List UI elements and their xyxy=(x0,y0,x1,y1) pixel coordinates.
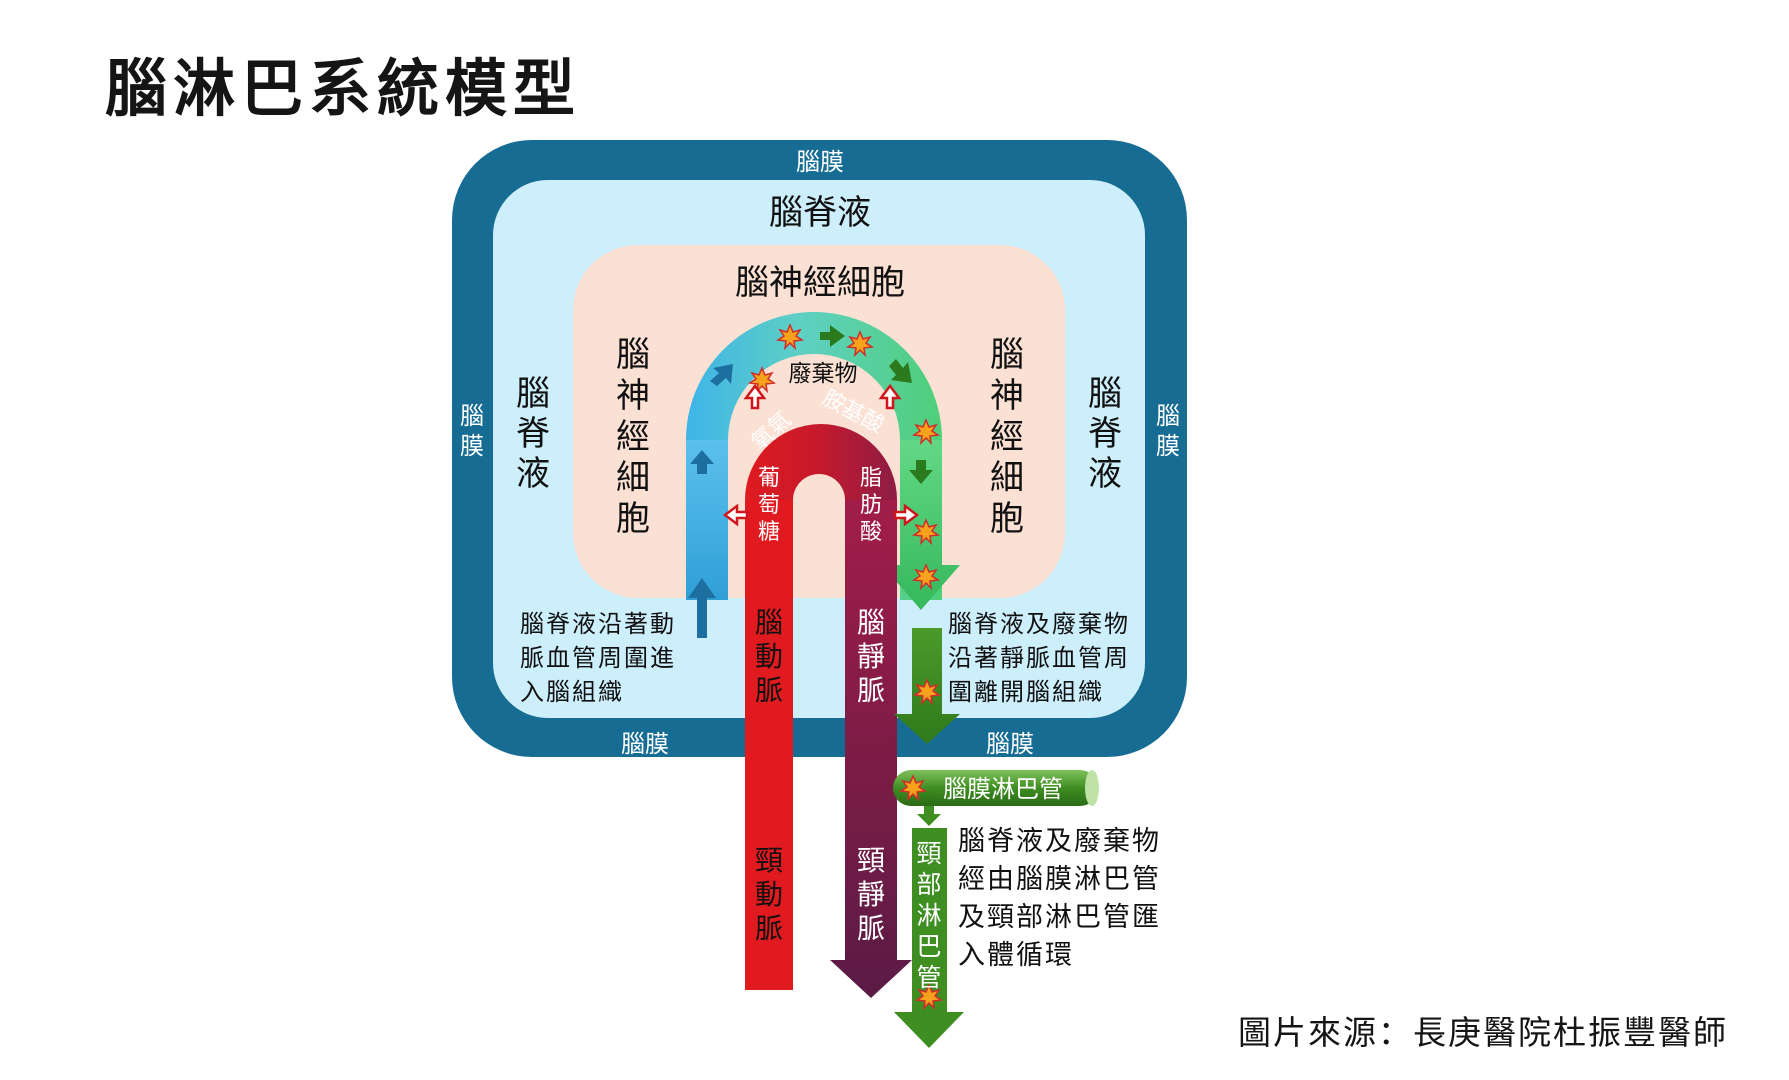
vein-char-2: 靜 xyxy=(857,640,885,673)
jugular-char-3: 脈 xyxy=(857,912,885,945)
neck-lymph-vessel xyxy=(894,828,964,1048)
carotid-char-2: 動 xyxy=(755,878,783,911)
meninges-vertical-labels: 腦 膜 腦 膜 xyxy=(460,402,1180,460)
neurons-right-char-1: 腦 xyxy=(990,335,1024,375)
note-csf-in-line-2: 脈血管周圍進 xyxy=(520,644,676,672)
artery-char-2: 動 xyxy=(755,640,783,673)
note-csf-in-line-1: 腦脊液沿著動 xyxy=(520,610,676,638)
neck-lymph-char-4: 巴 xyxy=(916,932,941,961)
note-drain-line-3: 及頸部淋巴管匯 xyxy=(958,902,1161,933)
lymph-vessel-end xyxy=(1085,770,1099,806)
neurons-right-char-5: 胞 xyxy=(990,499,1024,539)
csf-inflow-arrow xyxy=(688,578,716,638)
meninges-left-char-1: 腦 xyxy=(460,402,484,430)
carotid-char-1: 頸 xyxy=(755,844,783,877)
jugular-char-2: 靜 xyxy=(857,878,885,911)
neurons-left-char-1: 腦 xyxy=(616,335,650,375)
vein xyxy=(830,500,912,998)
lymph-down-arrow xyxy=(917,806,941,826)
neurons-right-char-2: 神 xyxy=(990,376,1024,416)
meninges-label-bottom-left: 腦膜 xyxy=(621,730,669,758)
note-drain-line-2: 經由腦膜淋巴管 xyxy=(958,864,1161,895)
neurons-left-char-5: 胞 xyxy=(616,499,650,539)
artery-char-1: 腦 xyxy=(755,606,783,639)
csf-left-char-1: 腦 xyxy=(516,374,550,414)
note-drain-line-1: 腦脊液及廢棄物 xyxy=(958,826,1161,857)
neurons-right-char-3: 經 xyxy=(990,417,1024,457)
csf-outflow-arrow xyxy=(882,440,960,610)
neurons-left-char-3: 經 xyxy=(616,417,650,457)
neurons-right-char-4: 細 xyxy=(990,458,1024,498)
meninges-label-top: 腦膜 xyxy=(796,148,844,176)
note-csf-out-line-2: 沿著靜脈血管周 xyxy=(948,644,1130,672)
note-csf-out-line-3: 圍離開腦組織 xyxy=(948,678,1104,706)
fatty-acids-char-2: 肪 xyxy=(860,493,882,518)
meninges-left-char-2: 膜 xyxy=(460,432,484,460)
vein-char-3: 脈 xyxy=(857,674,885,707)
waste-label: 廢棄物 xyxy=(789,361,858,387)
neurons-left-char-4: 細 xyxy=(616,458,650,498)
waste-bursts xyxy=(747,323,941,591)
glucose-char-3: 糖 xyxy=(758,520,780,545)
meninges-label-bottom-right: 腦膜 xyxy=(986,730,1034,758)
note-csf-out-line-1: 腦脊液及廢棄物 xyxy=(948,610,1130,638)
waste-burst xyxy=(914,983,944,1011)
csf-left-char-3: 液 xyxy=(516,454,550,494)
image-source-credit: 圖片來源：長庚醫院杜振豐醫師 xyxy=(1238,1013,1728,1052)
vein-char-1: 腦 xyxy=(857,606,885,639)
neck-lymph-char-3: 淋 xyxy=(916,901,941,930)
csf-right-char-1: 腦 xyxy=(1088,374,1122,414)
csf-left-char-2: 脊 xyxy=(516,414,550,454)
flow-arrows xyxy=(690,325,933,484)
artery-char-3: 脈 xyxy=(755,674,783,707)
meningeal-lymph-label: 腦膜淋巴管 xyxy=(943,775,1063,803)
csf-right-char-3: 液 xyxy=(1088,454,1122,494)
note-drain-line-4: 入體循環 xyxy=(958,940,1074,971)
fatty-acids-char-1: 脂 xyxy=(860,466,882,491)
csf-right-char-2: 脊 xyxy=(1088,414,1122,454)
neurons-label-top: 腦神經細胞 xyxy=(735,263,905,303)
csf-label-top: 腦脊液 xyxy=(769,193,871,233)
neck-lymph-char-2: 部 xyxy=(916,870,941,899)
neurons-left-char-2: 神 xyxy=(616,376,650,416)
waste-burst xyxy=(898,774,928,802)
fatty-acids-char-3: 酸 xyxy=(860,520,882,545)
meninges-right-char-1: 腦 xyxy=(1156,402,1180,430)
meninges-right-char-2: 膜 xyxy=(1156,432,1180,460)
artery xyxy=(745,500,793,990)
waste-burst xyxy=(912,678,942,706)
neck-lymph-char-1: 頸 xyxy=(916,839,941,868)
glucose-char-2: 萄 xyxy=(758,493,780,518)
nutrient-arrows xyxy=(722,383,920,527)
note-csf-in-line-3: 入腦組織 xyxy=(520,678,624,706)
page-title: 腦淋巴系統模型 xyxy=(105,52,582,125)
glucose-char-1: 葡 xyxy=(758,466,780,491)
meningeal-lymph-vessel xyxy=(893,770,1098,806)
carotid-char-3: 脈 xyxy=(755,912,783,945)
jugular-char-1: 頸 xyxy=(857,844,885,877)
neck-lymph-char-5: 管 xyxy=(916,963,941,992)
